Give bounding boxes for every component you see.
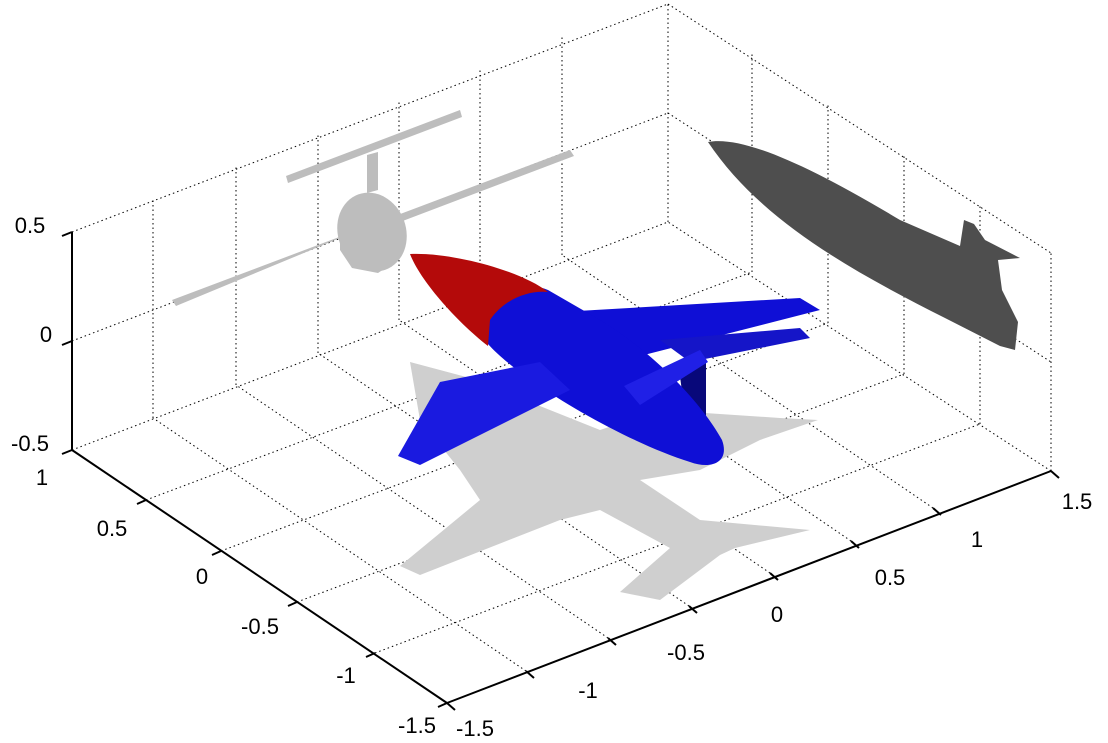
x-tick-labels: -1.5 -1 -0.5 0 0.5 1 1.5 [456, 489, 1092, 741]
z-tick-label: -0.5 [11, 431, 49, 456]
x-tick-label: -1 [578, 678, 598, 703]
nose-cone [410, 253, 548, 346]
y-tick-label: 1 [36, 465, 48, 490]
y-tick-label: -1.5 [398, 713, 436, 738]
z-tick-labels: 0.5 0 -0.5 [11, 213, 52, 456]
airplane-body [398, 253, 820, 466]
y-tick-label: 0.5 [97, 516, 128, 541]
fuselage [488, 286, 724, 466]
x-tick-label: 0 [771, 602, 783, 627]
y-tick-label: -0.5 [241, 614, 279, 639]
axis-lines [61, 231, 1060, 711]
z-tick-label: 0 [40, 322, 52, 347]
back-wall-shadow [172, 110, 574, 306]
left-wing [398, 362, 570, 465]
y-tick-label: 0 [196, 564, 208, 589]
tailplane-left [624, 350, 708, 405]
y-tick-label: -1 [336, 663, 356, 688]
y-tick-labels: 1 0.5 0 -0.5 -1 -1.5 [36, 465, 436, 738]
z-tick-label: 0.5 [15, 213, 46, 238]
x-tick-label: -0.5 [667, 640, 705, 665]
x-tick-label: -1.5 [456, 716, 494, 741]
x-tick-label: 1.5 [1062, 489, 1093, 514]
side-wall-shadow [708, 141, 1020, 350]
x-tick-label: 0.5 [875, 565, 906, 590]
x-tick-label: 1 [971, 527, 983, 552]
